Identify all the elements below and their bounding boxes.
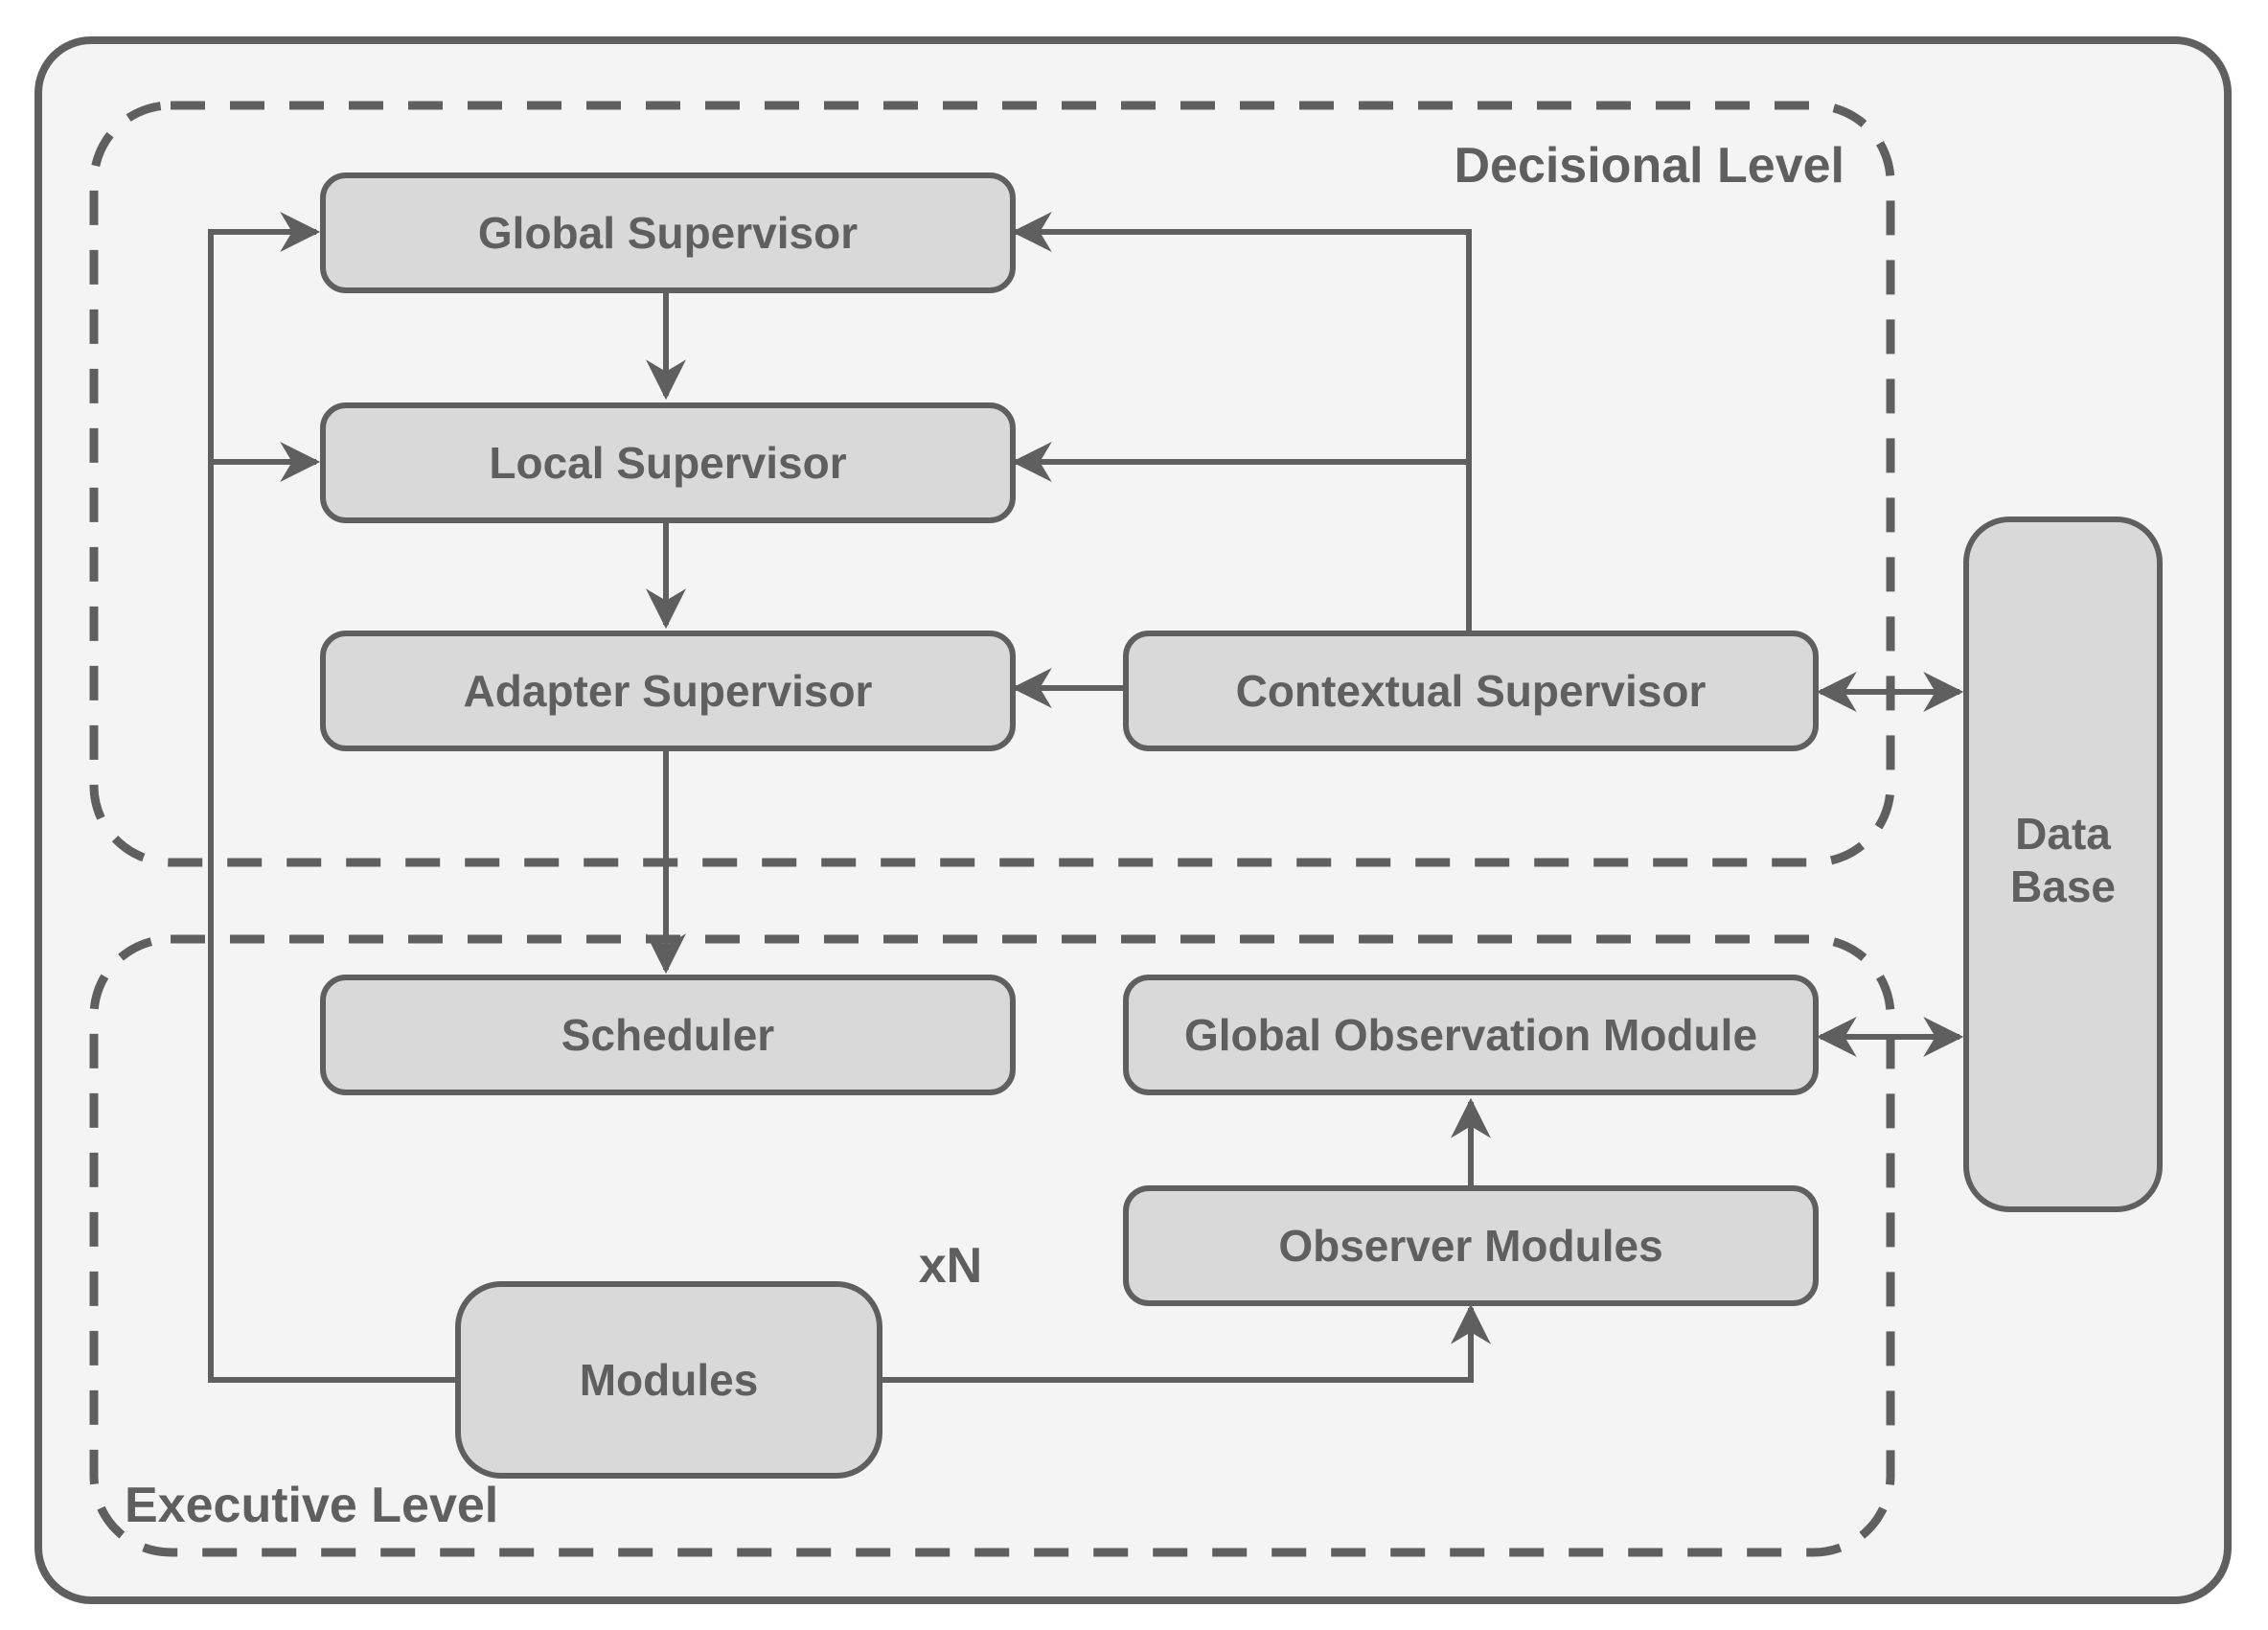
decisional-level-label: Decisional Level bbox=[1454, 138, 1844, 194]
database-label-line1: Data bbox=[2015, 809, 2111, 859]
local-supervisor-label: Local Supervisor bbox=[489, 438, 846, 488]
executive-level-region bbox=[89, 934, 1895, 1557]
arrow-modules-to-observer bbox=[879, 1303, 1491, 1383]
database-label-line2: Base bbox=[2010, 861, 2116, 911]
global-observation-module-label: Global Observation Module bbox=[1184, 1010, 1757, 1060]
modules-label: Modules bbox=[580, 1355, 759, 1405]
contextual-supervisor-node: Contextual Supervisor bbox=[1123, 631, 1819, 751]
scheduler-label: Scheduler bbox=[561, 1010, 775, 1060]
adapter-supervisor-node: Adapter Supervisor bbox=[320, 631, 1016, 751]
local-supervisor-node: Local Supervisor bbox=[320, 402, 1016, 523]
observer-modules-label: Observer Modules bbox=[1278, 1221, 1662, 1271]
multiplicity-label: xN bbox=[919, 1238, 982, 1294]
arrow-modules-to-supervisors bbox=[208, 212, 458, 1383]
global-supervisor-label: Global Supervisor bbox=[478, 208, 858, 258]
database-node: Data Base bbox=[1963, 517, 2163, 1212]
observer-modules-node: Observer Modules bbox=[1123, 1185, 1819, 1306]
contextual-supervisor-label: Contextual Supervisor bbox=[1236, 666, 1707, 716]
global-supervisor-node: Global Supervisor bbox=[320, 172, 1016, 293]
global-observation-module-node: Global Observation Module bbox=[1123, 975, 1819, 1095]
scheduler-node: Scheduler bbox=[320, 975, 1016, 1095]
adapter-supervisor-label: Adapter Supervisor bbox=[464, 666, 873, 716]
arrow-contextual-to-global bbox=[1011, 212, 1472, 631]
executive-level-label: Executive Level bbox=[125, 1478, 498, 1533]
modules-node: Modules bbox=[455, 1281, 882, 1479]
